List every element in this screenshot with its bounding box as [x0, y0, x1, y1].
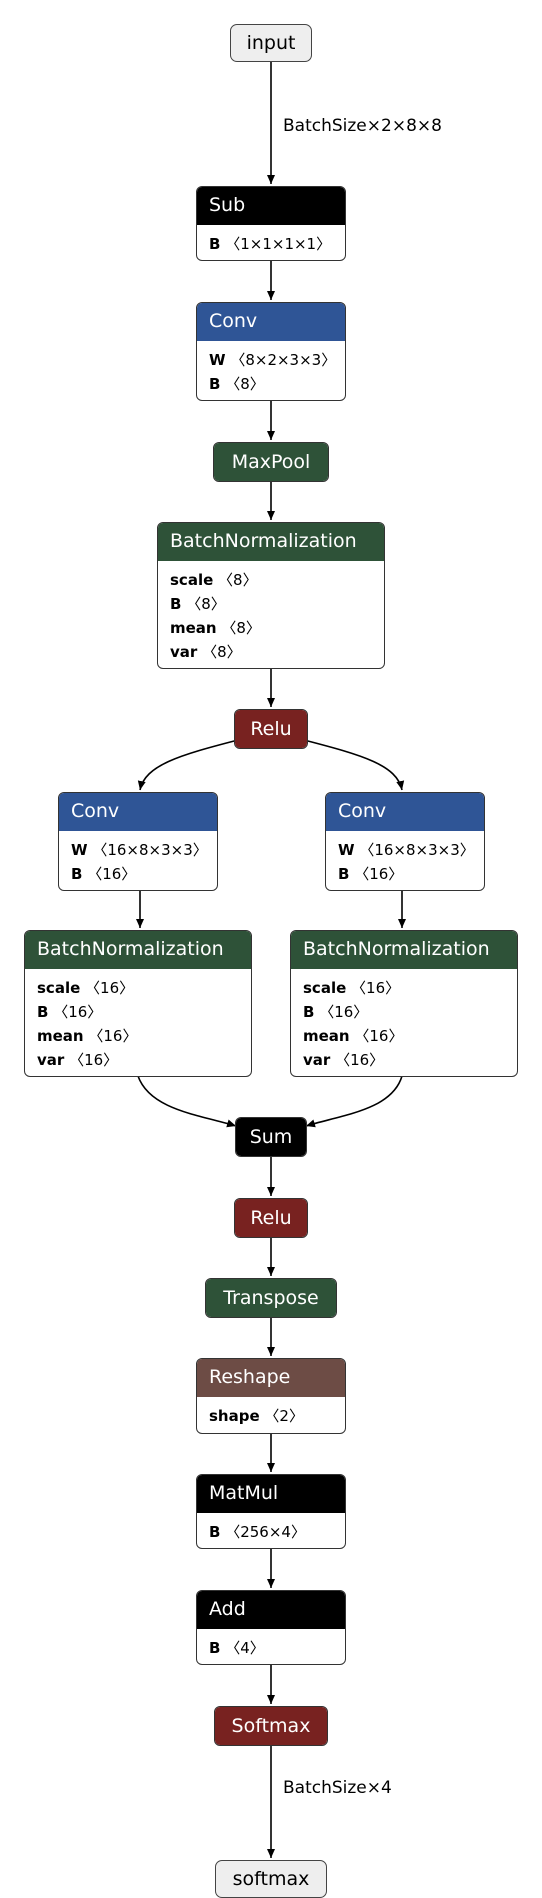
node-batchnorm-title: BatchNormalization — [158, 523, 384, 561]
node-sub[interactable]: Sub B 〈1×1×1×1〉 — [196, 186, 346, 261]
node-softmax-title: Softmax — [215, 1707, 327, 1745]
input-shape-label: BatchSize×2×8×8 — [283, 116, 442, 136]
node-reshape-title: Reshape — [197, 1359, 345, 1397]
node-conv-right-attr-w: W 〈16×8×3×3〉 — [338, 841, 475, 859]
node-add[interactable]: Add B 〈4〉 — [196, 1590, 346, 1665]
node-reshape-attr-shape: shape 〈2〉 — [209, 1407, 304, 1425]
node-batchnorm-attr-b: B 〈8〉 — [170, 595, 226, 613]
node-relu-title: Relu — [235, 710, 307, 748]
node-batchnorm-left-attr-scale: scale 〈16〉 — [37, 979, 135, 997]
node-batchnorm-left-title: BatchNormalization — [25, 931, 251, 969]
node-conv-right-attr-b: B 〈16〉 — [338, 865, 404, 883]
node-maxpool[interactable]: MaxPool — [213, 442, 329, 482]
node-matmul-attr-b: B 〈256×4〉 — [209, 1523, 306, 1541]
node-relu-2-title: Relu — [235, 1199, 307, 1237]
node-batchnorm-right-attr-var: var 〈16〉 — [303, 1051, 385, 1069]
node-batchnorm-attr-mean: mean 〈8〉 — [170, 619, 261, 637]
node-batchnorm-attr-scale: scale 〈8〉 — [170, 571, 258, 589]
node-conv-left-attr-w: W 〈16×8×3×3〉 — [71, 841, 208, 859]
node-batchnorm-right-attr-mean: mean 〈16〉 — [303, 1027, 404, 1045]
node-conv-attr-b: B 〈8〉 — [209, 375, 265, 393]
node-softmax[interactable]: Softmax — [214, 1706, 328, 1746]
node-conv-left[interactable]: Conv W 〈16×8×3×3〉 B 〈16〉 — [58, 792, 218, 891]
node-add-title: Add — [197, 1591, 345, 1629]
node-matmul[interactable]: MatMul B 〈256×4〉 — [196, 1474, 346, 1549]
node-conv-title: Conv — [197, 303, 345, 341]
node-conv-left-title: Conv — [59, 793, 217, 831]
edge-relu-convleft — [137, 739, 239, 791]
node-conv-right[interactable]: Conv W 〈16×8×3×3〉 B 〈16〉 — [325, 792, 485, 891]
node-batchnorm-attr-var: var 〈8〉 — [170, 643, 242, 661]
edge-relu-convright — [303, 739, 405, 791]
node-batchnorm-right-attr-b: B 〈16〉 — [303, 1003, 369, 1021]
node-batchnorm-left-attr-var: var 〈16〉 — [37, 1051, 119, 1069]
node-matmul-title: MatMul — [197, 1475, 345, 1513]
node-reshape[interactable]: Reshape shape 〈2〉 — [196, 1358, 346, 1434]
node-batchnorm-left-attr-b: B 〈16〉 — [37, 1003, 103, 1021]
node-conv[interactable]: Conv W 〈8×2×3×3〉 B 〈8〉 — [196, 302, 346, 401]
graph-output-node[interactable]: softmax — [215, 1860, 327, 1898]
node-conv-right-title: Conv — [326, 793, 484, 831]
node-relu[interactable]: Relu — [234, 709, 308, 749]
node-sub-attr-b: B 〈1×1×1×1〉 — [209, 235, 332, 253]
node-conv-attr-w: W 〈8×2×3×3〉 — [209, 351, 337, 369]
node-batchnorm-right-attr-scale: scale 〈16〉 — [303, 979, 401, 997]
node-relu-2[interactable]: Relu — [234, 1198, 308, 1238]
node-batchnorm[interactable]: BatchNormalization scale 〈8〉 B 〈8〉 mean … — [157, 522, 385, 669]
edge-bnleft-sum — [137, 1075, 237, 1128]
node-add-attr-b: B 〈4〉 — [209, 1639, 265, 1657]
node-batchnorm-left[interactable]: BatchNormalization scale 〈16〉 B 〈16〉 mea… — [24, 930, 252, 1077]
node-batchnorm-left-attr-mean: mean 〈16〉 — [37, 1027, 138, 1045]
node-maxpool-title: MaxPool — [214, 443, 328, 481]
graph-input-node[interactable]: input — [230, 24, 312, 62]
node-transpose[interactable]: Transpose — [205, 1278, 337, 1318]
node-sub-title: Sub — [197, 187, 345, 225]
node-sum[interactable]: Sum — [235, 1117, 307, 1157]
node-batchnorm-right[interactable]: BatchNormalization scale 〈16〉 B 〈16〉 mea… — [290, 930, 518, 1077]
node-batchnorm-right-title: BatchNormalization — [291, 931, 517, 969]
node-conv-left-attr-b: B 〈16〉 — [71, 865, 137, 883]
node-sum-title: Sum — [236, 1118, 306, 1156]
node-transpose-title: Transpose — [206, 1279, 336, 1317]
edge-bnright-sum — [305, 1075, 403, 1128]
output-shape-label: BatchSize×4 — [283, 1778, 392, 1798]
